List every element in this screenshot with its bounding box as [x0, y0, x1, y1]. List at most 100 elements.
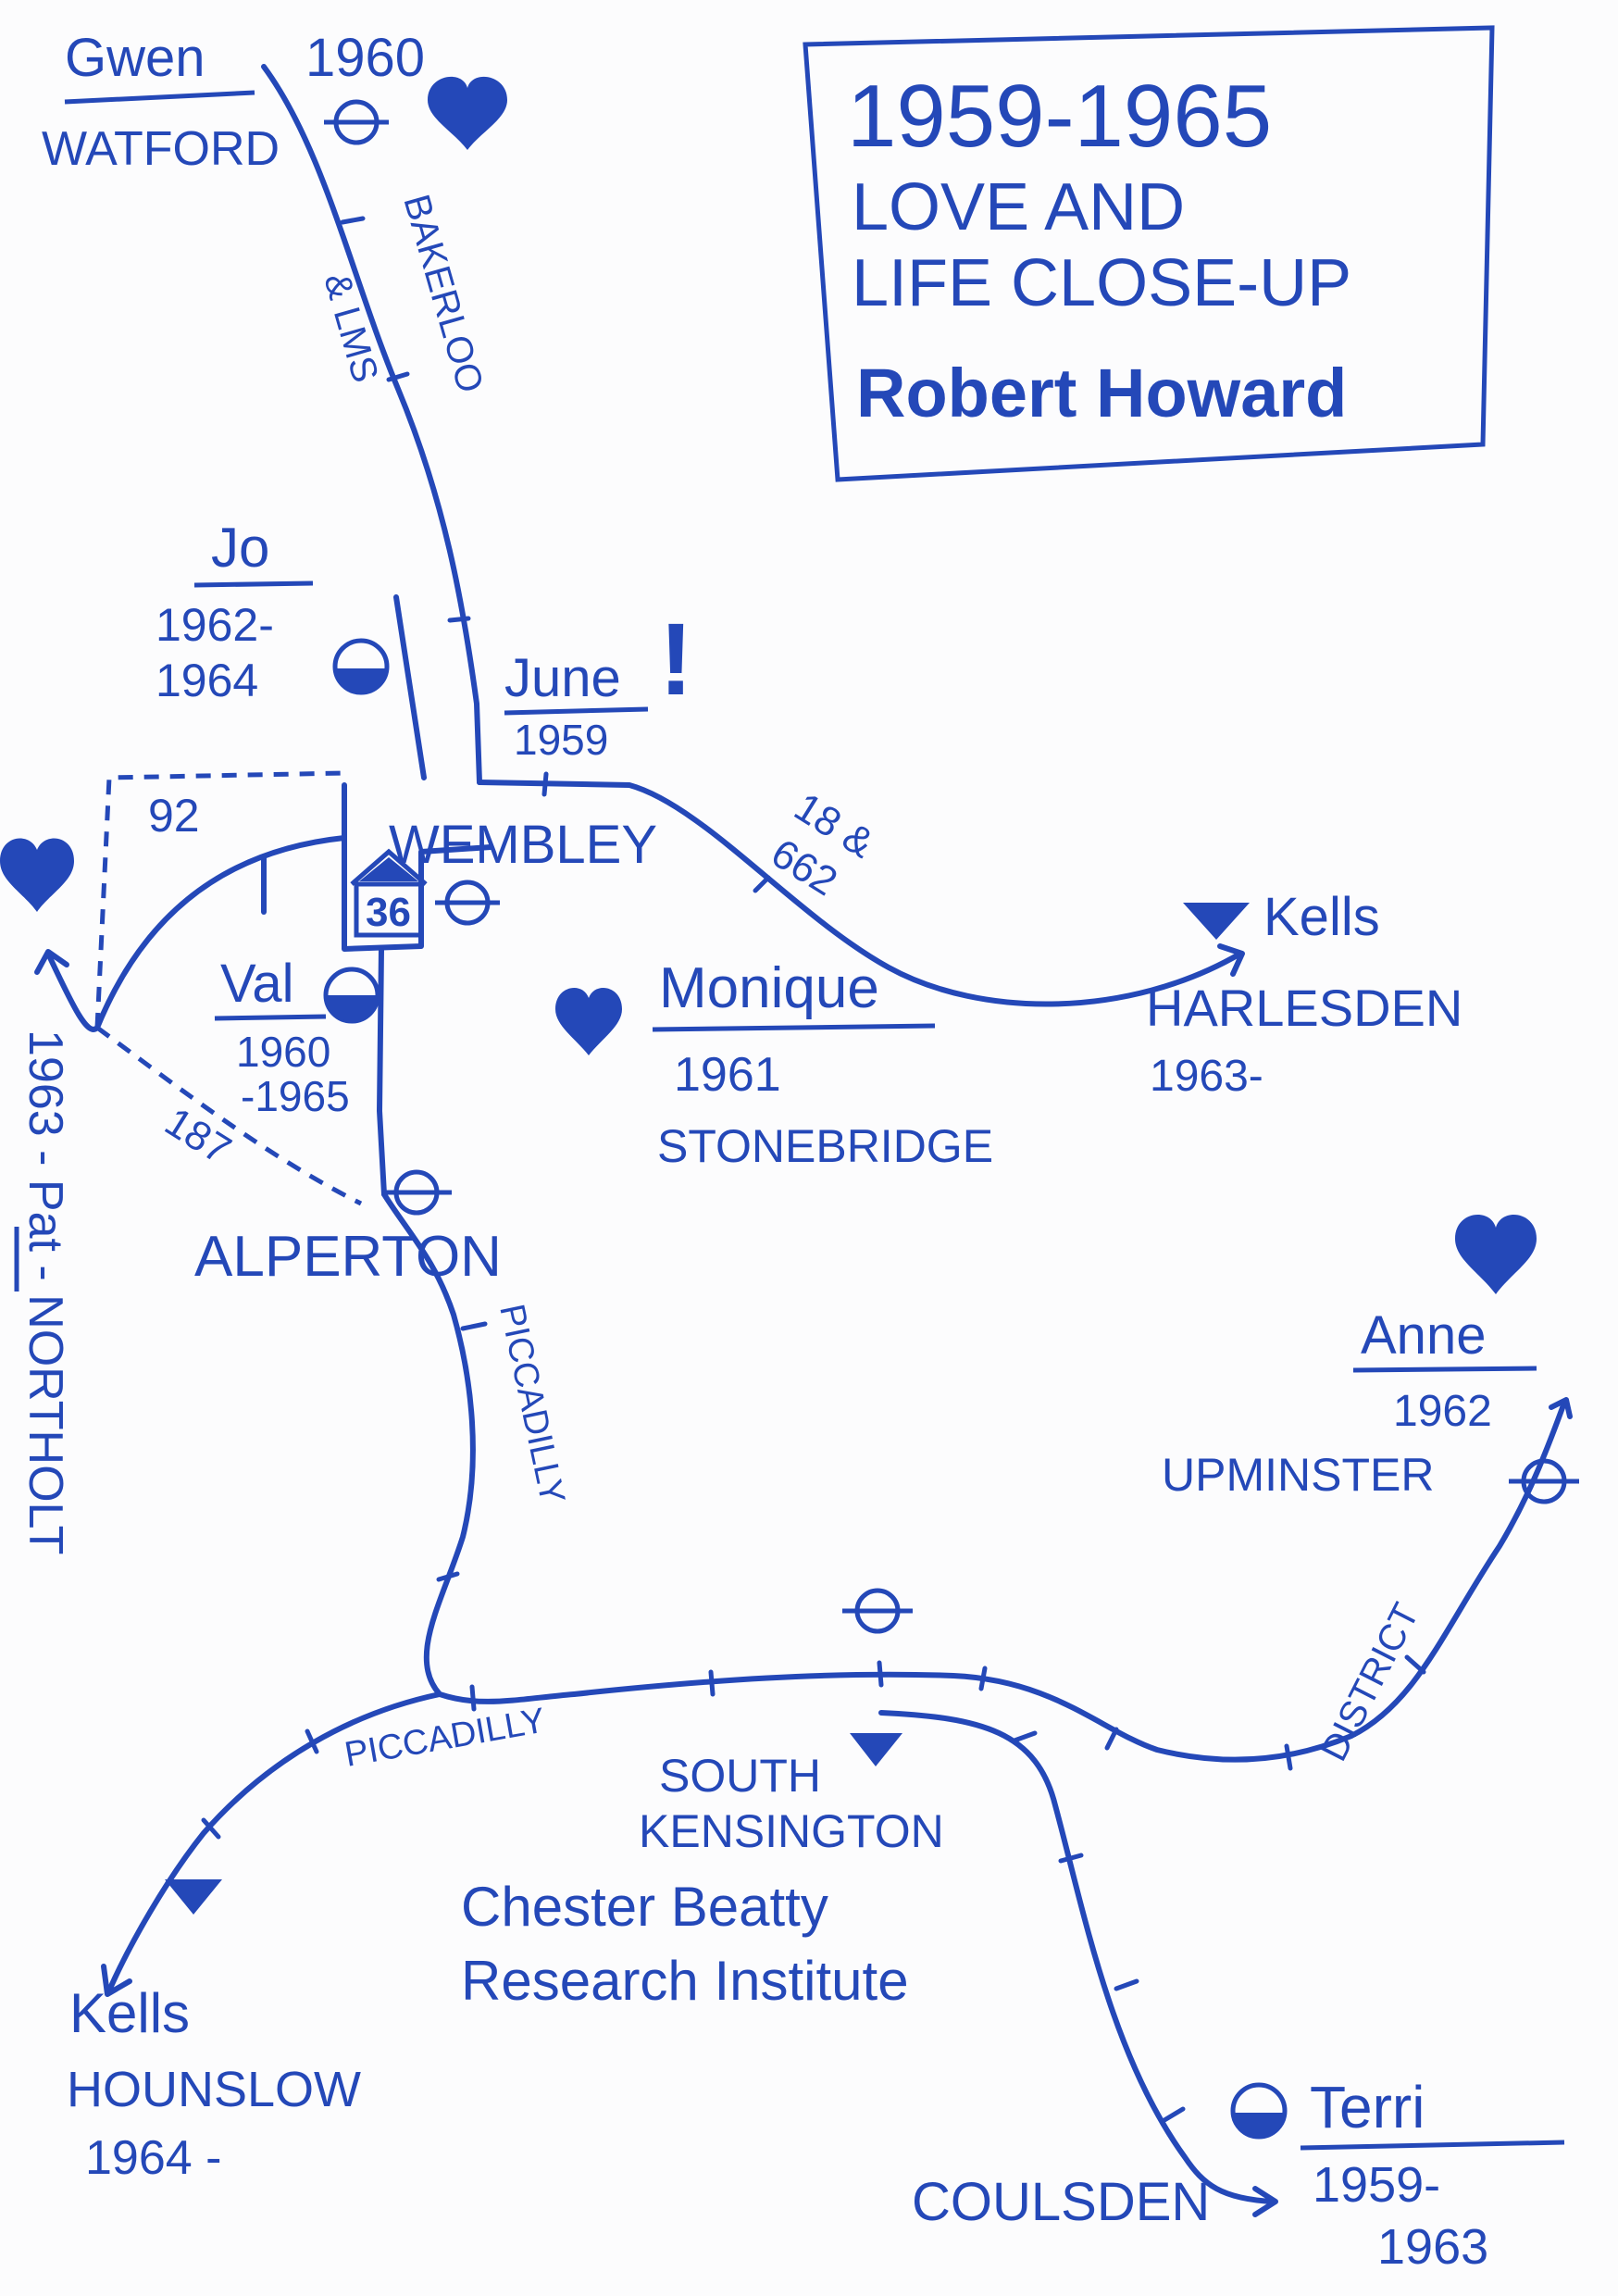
jo-years-a: 1962-: [156, 599, 274, 651]
bus-92-label: 92: [148, 790, 200, 842]
anne-underline: [1352, 1366, 1537, 1373]
bakerloo-label: BAKERLOO: [395, 190, 491, 397]
june-name: June: [504, 648, 621, 708]
bus-92-route: [94, 770, 345, 1029]
bus-187-label: 187: [157, 1099, 239, 1173]
title-line2: LIFE CLOSE-UP: [852, 246, 1351, 320]
tick: [1104, 1727, 1119, 1751]
coulsden-arrowhead: [1252, 2186, 1278, 2217]
tick: [1012, 1730, 1038, 1743]
wembley-house-icon: [350, 848, 428, 938]
institute-label-2: Research Institute: [461, 1950, 909, 2012]
tick: [469, 1684, 477, 1712]
kells-harlesden-label: Kells: [1263, 887, 1380, 947]
wembley-bus-number: 36: [366, 890, 411, 935]
district-line: [571, 1400, 1567, 1763]
tick: [541, 771, 549, 797]
title-line1: LOVE AND: [852, 170, 1185, 244]
gwen-year: 1960: [305, 28, 425, 88]
gwen-underline: [64, 90, 255, 105]
title-years: 1959-1965: [847, 67, 1272, 166]
jo-branch: [393, 594, 427, 780]
hounslow-year: 1964 -: [85, 2131, 221, 2185]
june-exclamation: !: [659, 603, 693, 717]
val-years-b: -1965: [241, 1072, 350, 1120]
institute-label-1: Chester Beatty: [461, 1876, 828, 1938]
heart-icon: [555, 987, 622, 1055]
tick: [201, 1817, 221, 1840]
tick: [460, 1321, 488, 1331]
tick: [1284, 1743, 1293, 1771]
kells-hounslow-triangle-icon: [165, 1879, 222, 1915]
roundel-icon: [381, 1169, 452, 1216]
heart-icon: [1455, 1215, 1537, 1294]
tick: [978, 1666, 988, 1691]
june-underline: [504, 706, 649, 716]
hounslow-label: HOUNSLOW: [67, 2062, 361, 2117]
wembley-label: WEMBLEY: [389, 815, 657, 875]
upminster-label: UPMINSTER: [1162, 1449, 1434, 1501]
monique-year: 1961: [674, 1048, 781, 1102]
roundels: [324, 99, 1579, 1634]
harlesden-branch: [477, 780, 1243, 1007]
val-name: Val: [220, 954, 294, 1014]
monique-underline: [652, 1023, 936, 1032]
northolt-arrowhead: [34, 949, 69, 975]
val-years-a: 1960: [236, 1028, 330, 1076]
jo-station-icon: [332, 638, 390, 695]
kells-hounslow-label: Kells: [69, 1982, 190, 2044]
jo-name: Jo: [211, 517, 269, 579]
anne-name: Anne: [1361, 1305, 1486, 1366]
south-ken-triangle-icon: [850, 1733, 902, 1766]
watford-label: WATFORD: [42, 122, 280, 176]
heart-icon: [0, 838, 74, 912]
roundel-icon: [842, 1588, 913, 1634]
northolt-curve: [45, 835, 347, 1032]
tick: [753, 875, 771, 893]
alperton-label: ALPERTON: [194, 1225, 502, 1289]
coulsden-line: [878, 1710, 1276, 2204]
jo-years-b: 1964: [156, 655, 258, 706]
monique-name: Monique: [659, 956, 879, 1020]
val-underline: [214, 1014, 327, 1021]
kells-harlesden-triangle-icon: [1183, 903, 1250, 940]
tick: [386, 371, 410, 382]
tick: [877, 1660, 884, 1688]
heart-icon: [428, 76, 507, 150]
harlesden-arrowhead: [1217, 943, 1245, 977]
coulsden-label: COULSDEN: [912, 2172, 1210, 2232]
south-ken-label-2: KENSINGTON: [639, 1805, 944, 1857]
hounslow-arrowhead: [101, 1964, 132, 1997]
jo-underline: [193, 580, 314, 588]
harlesden-year: 1963-: [1150, 1052, 1263, 1101]
pat-northolt-label: 1963 - Pat - NORTHOLT: [19, 1029, 72, 1554]
tick: [305, 1728, 319, 1754]
upminster-arrowhead: [1549, 1397, 1573, 1419]
wembley-alperton-link: [377, 946, 387, 1197]
tick: [1058, 1853, 1084, 1864]
tick: [1114, 1978, 1139, 1991]
stonebridge-label: STONEBRIDGE: [657, 1120, 993, 1172]
tick: [1162, 2106, 1186, 2123]
terri-station-icon: [1230, 2082, 1288, 2140]
tick: [436, 1571, 460, 1582]
harlesden-label: HARLESDEN: [1146, 979, 1462, 1037]
tick: [708, 1669, 716, 1697]
tick: [1404, 1654, 1426, 1675]
roundel-icon: [435, 880, 500, 926]
terri-years-a: 1959-: [1313, 2157, 1440, 2213]
tick: [340, 216, 366, 225]
tick: [447, 616, 471, 623]
june-year: 1959: [514, 716, 608, 764]
terri-underline: [1300, 2140, 1565, 2151]
val-station-icon: [323, 967, 380, 1024]
piccadilly-north-label: PICCADILLY: [492, 1301, 572, 1507]
roundel-icon: [1509, 1458, 1579, 1504]
bus-187-route: [95, 1025, 363, 1206]
piccadilly-line: [381, 1192, 577, 1704]
terri-years-b: 1963: [1377, 2219, 1488, 2275]
gwen-name: Gwen: [65, 28, 205, 88]
title-box: 1959-1965 LOVE AND LIFE CLOSE-UP Robert …: [803, 25, 1495, 482]
